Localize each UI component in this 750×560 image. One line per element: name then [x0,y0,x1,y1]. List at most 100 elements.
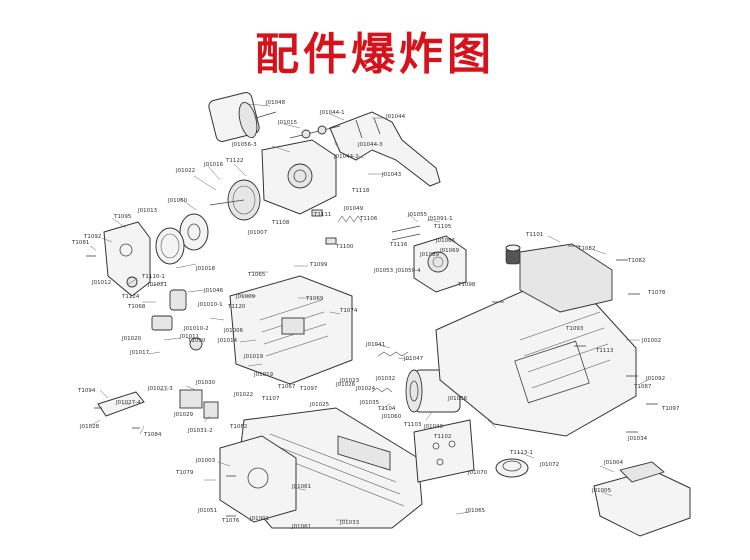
label: J01028 [79,424,100,430]
label: J01047 [403,356,424,362]
left-housing-part [219,435,297,523]
label: T1067 [277,384,296,390]
label: J01048 [265,100,286,106]
label: J01026 [335,382,356,388]
label: J01035 [359,400,380,406]
label: J01001 [249,516,269,522]
label: T1122 [225,158,243,164]
label: J01005 [591,488,612,494]
label: J01060 [381,414,402,420]
label: T1116 [389,242,408,248]
label: J01049 [343,206,364,212]
label: T1110-1 [141,274,165,280]
label: J01089 [419,252,440,258]
label: J01023 [339,378,360,384]
spring-part [311,209,363,245]
label: J01024 [355,386,376,392]
label: J01013 [137,208,158,214]
label: T1082 [577,246,595,252]
label: T1098 [457,282,476,288]
label: J01041 [365,342,385,348]
screws [86,245,658,517]
label: T1106 [359,216,378,222]
label: J01010-2 [183,326,209,332]
label: J01044-1 [319,110,345,116]
label: J01027-4 [115,400,141,406]
label: T1068 [127,304,146,310]
label: T1084 [143,432,162,438]
label: T1082 [229,424,247,430]
label: J01016 [203,162,224,168]
label: T1102 [433,434,451,440]
label: J01009 [235,294,256,300]
label: J01091-1 [427,216,453,222]
label: T1090 [187,338,206,344]
label: T1076 [221,518,240,524]
label: T1105 [433,224,452,230]
label: J01051 [197,508,217,514]
label: J01017 [129,350,150,356]
mid-parts [97,289,219,419]
knob-part [505,244,521,265]
label: J01007 [247,230,268,236]
label: T1120 [227,304,246,310]
label: T1108 [271,220,290,226]
label: J01031-2 [187,428,213,434]
label: T1097 [661,406,680,412]
label: T1082 [627,258,645,264]
label: J01014 [217,338,238,344]
gear-housing-part [261,139,337,215]
label: J01056-3 [231,142,257,148]
label: J01003 [195,458,216,464]
label: T1101 [525,232,543,238]
label: T1093 [565,326,584,332]
gear-assembly-right-part [391,225,467,293]
label: J01006 [223,328,244,334]
label: J01010-1 [197,302,223,308]
label: T1107 [261,396,280,402]
label: J01019 [253,372,274,378]
label: T1111 [313,212,331,218]
label: T1074 [339,308,358,314]
label: T1097 [299,386,318,392]
label: J01040 [423,424,444,430]
label: J01011 [179,334,199,340]
bushing-part [495,458,529,478]
label: J01021 [147,282,167,288]
pulley-part [155,213,209,265]
label: J01036 [447,396,468,402]
label: J01070 [467,470,488,476]
label: T1079 [175,470,194,476]
handle-part [329,111,441,187]
label: J01044-2 [333,154,359,160]
label: T1078 [647,290,666,296]
label: T1069 [305,296,324,302]
label: J01044 [385,114,406,120]
label: J01060 [167,198,188,204]
label: J01061 [291,524,311,530]
label: J01092 [645,376,665,382]
shaft-part [289,125,341,139]
label: J01015 [277,120,298,126]
bracket-arm-part [103,221,151,297]
label: J01055 [407,212,428,218]
label: T1065 [247,272,266,278]
label: J01046 [203,288,224,294]
label: T1095 [113,214,132,220]
coil-spring-part [371,351,409,393]
right-cover-part [435,243,637,437]
label: T1100 [335,244,354,250]
label: J01027-3 [147,386,173,392]
label: J01050-4 [395,268,421,274]
label: T1094 [77,388,96,394]
leader-lines [89,103,649,521]
label: T1118 [351,188,370,194]
label: J01053 [373,268,394,274]
label: J01022 [233,392,253,398]
label: J01044-3 [357,142,383,148]
label: J01022 [175,168,195,174]
label: T1081 [71,240,89,246]
label: J01069 [439,248,460,254]
label: T1113-1 [509,450,533,456]
